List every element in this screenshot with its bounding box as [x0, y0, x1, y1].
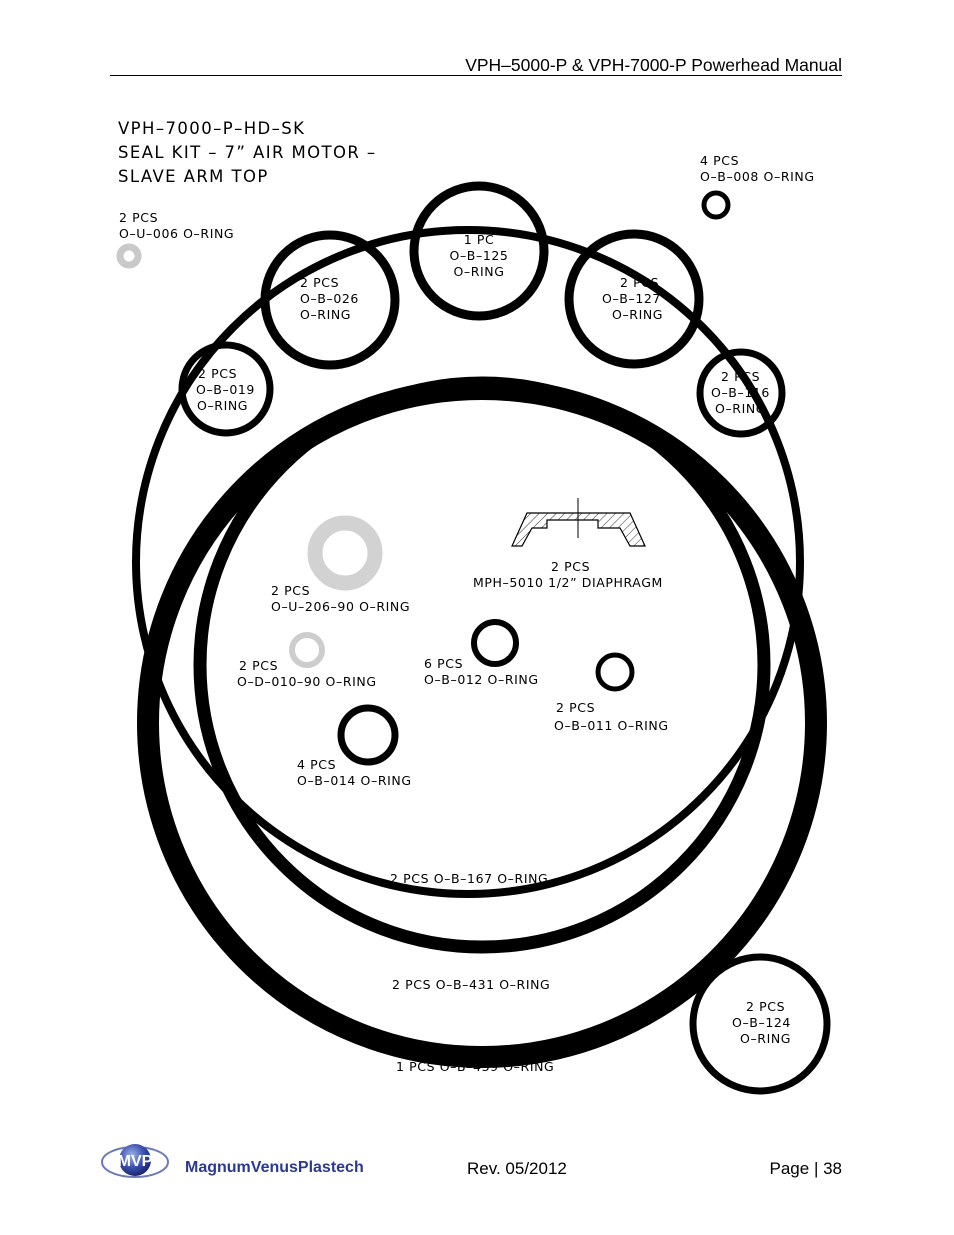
o-ring-o-b-008	[701, 190, 731, 220]
o-ring-o-b-439	[132, 226, 804, 898]
o-ring-o-u-006	[116, 243, 142, 269]
svg-text:O–RING: O–RING	[197, 398, 248, 413]
o-ring-o-b-011	[595, 652, 635, 692]
label-o-b-026: 2 PCS O–B–026 O–RING	[300, 275, 359, 322]
svg-text:O–RING: O–RING	[612, 307, 663, 322]
svg-text:2 PCS: 2 PCS	[271, 583, 310, 598]
o-ring-o-b-012	[471, 619, 519, 667]
o-ring-o-b-125	[409, 181, 549, 321]
o-ring-o-b-431	[137, 378, 827, 1068]
svg-text:6 PCS: 6 PCS	[424, 656, 463, 671]
drawing-title-line-1: VPH–7000–P–HD–SK	[118, 119, 305, 138]
drawing-title-line-3: SLAVE ARM TOP	[118, 167, 269, 186]
svg-text:O–B–127: O–B–127	[602, 291, 661, 306]
svg-text:2 PCS: 2 PCS	[556, 700, 595, 715]
label-o-b-011: 2 PCS O–B–011 O–RING	[554, 700, 669, 733]
svg-text:1 PC: 1 PC	[464, 232, 495, 247]
label-o-u-206-90: 2 PCS O–U–206–90 O–RING	[271, 583, 410, 614]
svg-text:O–B–019: O–B–019	[196, 382, 255, 397]
logo-mark: MVP	[118, 1153, 153, 1170]
o-ring-o-b-116	[696, 348, 786, 438]
label-o-b-008: 4 PCS O–B–008 O–RING	[700, 153, 815, 184]
svg-text:O–RING: O–RING	[715, 401, 766, 416]
label-o-b-167: 2 PCS O–B–167 O–RING	[390, 871, 548, 886]
label-o-b-127: 2 PCS O–B–127 O–RING	[602, 275, 663, 322]
svg-text:O–U–006 O–RING: O–U–006 O–RING	[119, 226, 234, 241]
drawing-title-line-2: SEAL KIT – 7” AIR MOTOR –	[118, 143, 377, 162]
page-header: VPH–5000-P & VPH-7000-P Powerhead Manual	[110, 55, 842, 76]
svg-text:O–B–026: O–B–026	[300, 291, 359, 306]
label-mph-5010: 2 PCS MPH–5010 1/2” DIAPHRAGM	[473, 559, 663, 590]
svg-text:2 PCS: 2 PCS	[551, 559, 590, 574]
svg-text:O–B–011 O–RING: O–B–011 O–RING	[554, 718, 669, 733]
o-ring-o-b-167	[193, 376, 771, 954]
svg-text:2 PCS: 2 PCS	[746, 999, 785, 1014]
svg-text:2 PCS: 2 PCS	[721, 369, 760, 384]
svg-text:O–B–125: O–B–125	[450, 248, 509, 263]
o-ring-o-b-019	[178, 341, 274, 437]
svg-text:O–RING: O–RING	[453, 264, 504, 279]
o-ring-o-b-124	[689, 953, 831, 1095]
svg-text:4 PCS: 4 PCS	[700, 153, 739, 168]
svg-text:2 PCS: 2 PCS	[198, 366, 237, 381]
svg-text:O–B–124: O–B–124	[732, 1015, 791, 1030]
svg-text:2 PCS: 2 PCS	[620, 275, 659, 290]
label-o-b-014: 4 PCS O–B–014 O–RING	[297, 757, 412, 788]
label-o-b-012: 6 PCS O–B–012 O–RING	[424, 656, 539, 687]
label-o-b-125: 1 PC O–B–125 O–RING	[450, 232, 509, 279]
o-ring-o-d-010-90	[289, 632, 325, 668]
label-o-d-010-90: 2 PCS O–D–010–90 O–RING	[237, 658, 377, 689]
label-o-b-439: 1 PCS O–B–439 O–RING	[396, 1059, 554, 1074]
label-o-b-124: 2 PCS O–B–124 O–RING	[732, 999, 791, 1046]
o-ring-o-b-127	[564, 229, 704, 369]
company-name: MagnumVenusPlastech	[185, 1159, 364, 1176]
label-o-u-006: 2 PCS O–U–006 O–RING	[119, 210, 234, 241]
manual-title: VPH–5000-P & VPH-7000-P Powerhead Manual	[465, 55, 842, 75]
svg-text:2 PCS: 2 PCS	[239, 658, 278, 673]
o-ring-o-b-014	[337, 704, 399, 766]
company-logo: MVP MagnumVenusPlastech	[101, 1144, 364, 1178]
svg-text:O–B–012 O–RING: O–B–012 O–RING	[424, 672, 539, 687]
svg-text:O–B–116: O–B–116	[711, 385, 770, 400]
svg-text:O–U–206–90 O–RING: O–U–206–90 O–RING	[271, 599, 410, 614]
label-o-b-116: 2 PCS O–B–116 O–RING	[711, 369, 770, 416]
revision-date: Rev. 05/2012	[467, 1159, 567, 1178]
svg-text:2 PCS: 2 PCS	[300, 275, 339, 290]
label-o-b-019: 2 PCS O–B–019 O–RING	[196, 366, 255, 413]
page-number: Page | 38	[769, 1159, 842, 1178]
svg-text:O–B–014 O–RING: O–B–014 O–RING	[297, 773, 412, 788]
svg-text:2 PCS: 2 PCS	[119, 210, 158, 225]
o-ring-o-u-206-90	[307, 515, 383, 591]
svg-text:O–B–008 O–RING: O–B–008 O–RING	[700, 169, 815, 184]
label-o-b-431: 2 PCS O–B–431 O–RING	[392, 977, 550, 992]
diaphragm-section	[511, 498, 646, 547]
svg-text:O–D–010–90 O–RING: O–D–010–90 O–RING	[237, 674, 377, 689]
svg-text:O–RING: O–RING	[300, 307, 351, 322]
svg-text:O–RING: O–RING	[740, 1031, 791, 1046]
svg-text:MPH–5010 1/2” DIAPHRAGM: MPH–5010 1/2” DIAPHRAGM	[473, 575, 663, 590]
logo-globe-icon	[119, 1144, 151, 1176]
o-ring-o-b-026	[260, 230, 400, 370]
page-footer: MVP MagnumVenusPlastech Rev. 05/2012 Pag…	[0, 1140, 954, 1200]
svg-text:4 PCS: 4 PCS	[297, 757, 336, 772]
